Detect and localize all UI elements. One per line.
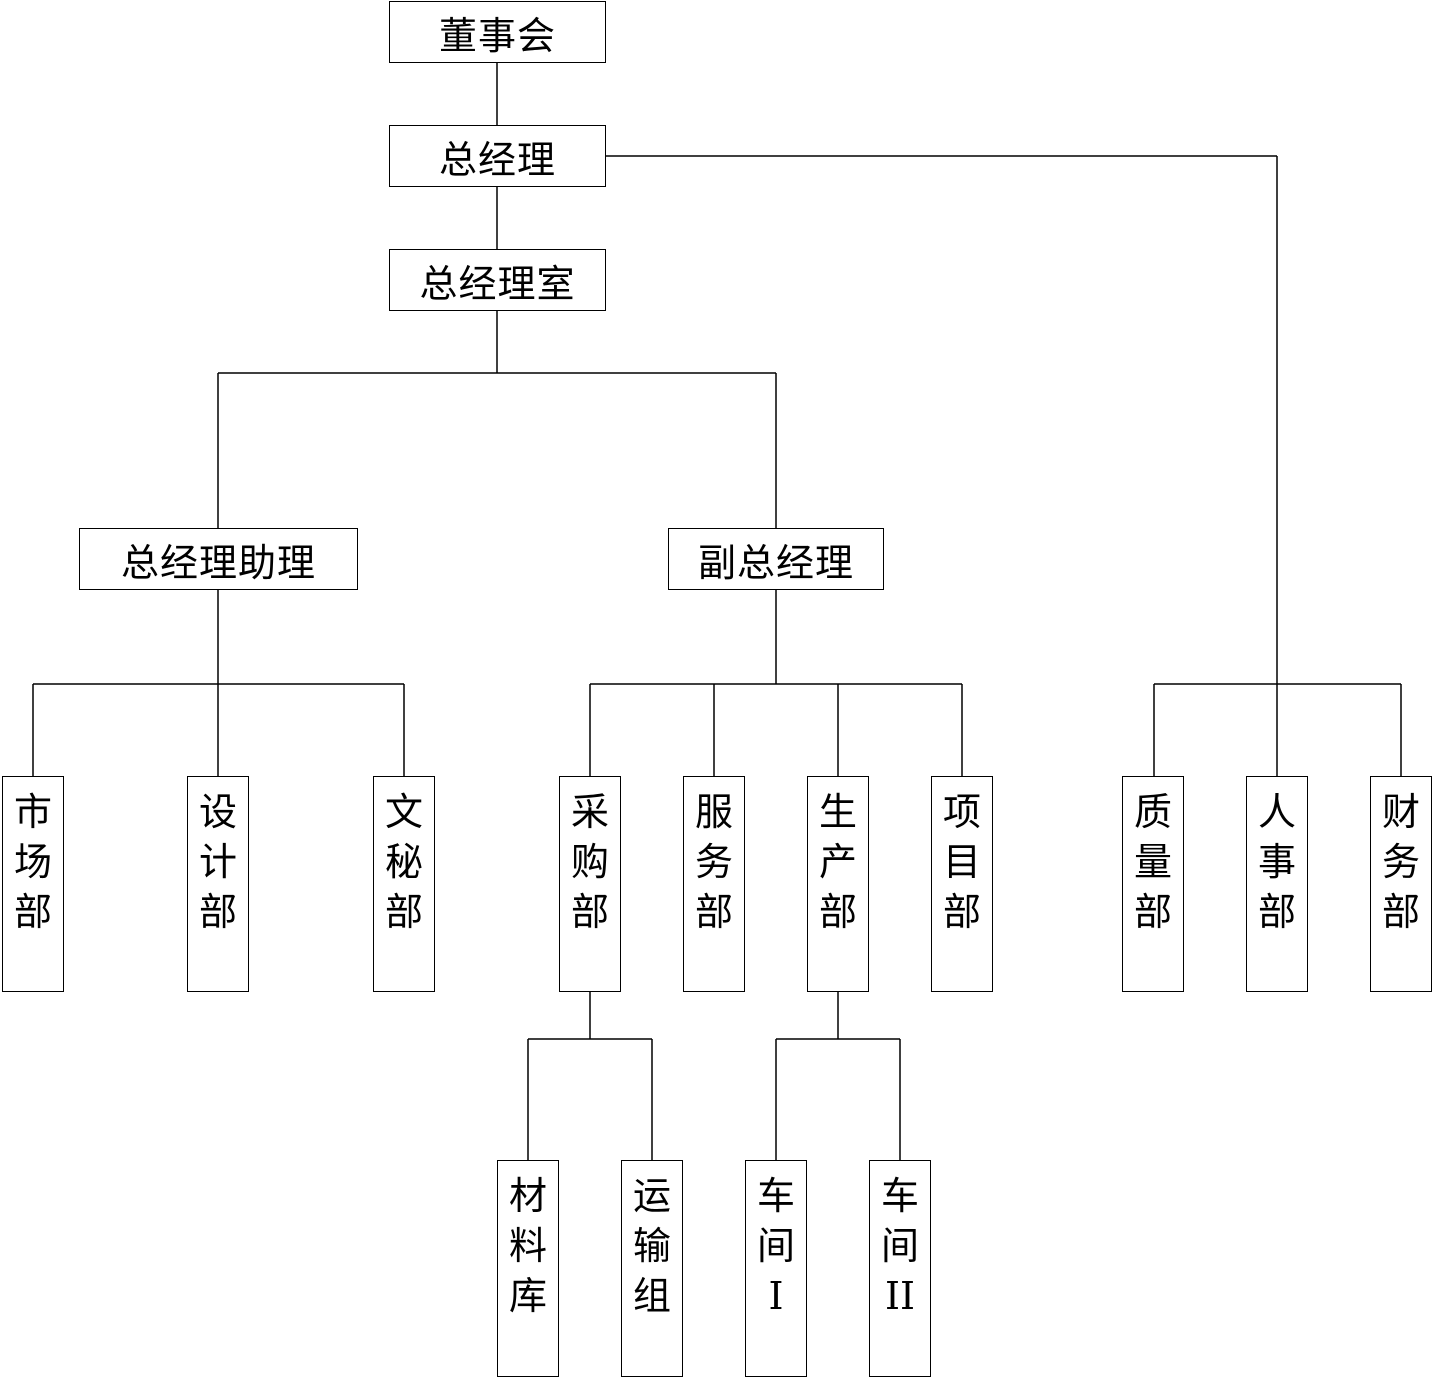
project-dept-node: 项 目 部 — [931, 776, 993, 992]
dept-char: 组 — [632, 1274, 671, 1318]
production-dept-node: 生 产 部 — [807, 776, 869, 992]
dept-char: 文 — [384, 790, 423, 834]
dept-char: 计 — [198, 840, 237, 884]
dept-char: II — [884, 1274, 916, 1318]
dept-char: 财 — [1381, 790, 1420, 834]
dept-char: 质 — [1133, 790, 1172, 834]
dept-char: 运 — [632, 1174, 671, 1218]
dept-char: 车 — [756, 1174, 795, 1218]
deputy-gm-label: 副总经理 — [697, 540, 854, 585]
procurement-dept-node: 采 购 部 — [559, 776, 621, 992]
hr-dept-node: 人 事 部 — [1246, 776, 1308, 992]
dept-char: 间 — [756, 1224, 795, 1268]
workshop-1-node: 车 间 I — [745, 1160, 807, 1377]
dept-char: 务 — [694, 840, 733, 884]
dept-char: 务 — [1381, 840, 1420, 884]
dept-char: 目 — [942, 840, 981, 884]
dept-char: 购 — [570, 840, 609, 884]
dept-char: 人 — [1257, 790, 1296, 834]
dept-char: 部 — [694, 890, 733, 934]
dept-char: 部 — [1381, 890, 1420, 934]
dept-char: 输 — [632, 1224, 671, 1268]
marketing-dept-node: 市 场 部 — [2, 776, 64, 992]
dept-char: 产 — [818, 840, 857, 884]
dept-char: 市 — [13, 790, 52, 834]
dept-char: 采 — [570, 790, 609, 834]
quality-dept-node: 质 量 部 — [1122, 776, 1184, 992]
gm-label: 总经理 — [438, 137, 556, 182]
dept-char: 料 — [508, 1224, 547, 1268]
gm-office-node: 总经理室 — [389, 249, 606, 311]
dept-char: 车 — [880, 1174, 919, 1218]
dept-char: 部 — [1257, 890, 1296, 934]
dept-char: 部 — [942, 890, 981, 934]
dept-char: 秘 — [384, 840, 423, 884]
dept-char: 量 — [1133, 840, 1172, 884]
gm-node: 总经理 — [389, 125, 606, 187]
dept-char: 设 — [198, 790, 237, 834]
service-dept-node: 服 务 部 — [683, 776, 745, 992]
deputy-gm-node: 副总经理 — [668, 528, 884, 590]
dept-char: 部 — [384, 890, 423, 934]
gm-assistant-node: 总经理助理 — [79, 528, 358, 590]
transport-group-node: 运 输 组 — [621, 1160, 683, 1377]
dept-char: 部 — [818, 890, 857, 934]
finance-dept-node: 财 务 部 — [1370, 776, 1432, 992]
board-label: 董事会 — [438, 13, 556, 58]
dept-char: 部 — [570, 890, 609, 934]
materials-store-node: 材 料 库 — [497, 1160, 559, 1377]
dept-char: I — [768, 1274, 784, 1318]
gm-assistant-label: 总经理助理 — [120, 540, 316, 585]
gm-office-label: 总经理室 — [419, 261, 576, 306]
dept-char: 部 — [13, 890, 52, 934]
design-dept-node: 设 计 部 — [187, 776, 249, 992]
dept-char: 场 — [13, 840, 52, 884]
workshop-2-node: 车 间 II — [869, 1160, 931, 1377]
dept-char: 服 — [694, 790, 733, 834]
dept-char: 事 — [1257, 840, 1296, 884]
dept-char: 部 — [1133, 890, 1172, 934]
dept-char: 生 — [818, 790, 857, 834]
dept-char: 材 — [508, 1174, 547, 1218]
secretarial-dept-node: 文 秘 部 — [373, 776, 435, 992]
dept-char: 间 — [880, 1224, 919, 1268]
dept-char: 部 — [198, 890, 237, 934]
dept-char: 库 — [508, 1274, 547, 1318]
dept-char: 项 — [942, 790, 981, 834]
board-node: 董事会 — [389, 1, 606, 63]
